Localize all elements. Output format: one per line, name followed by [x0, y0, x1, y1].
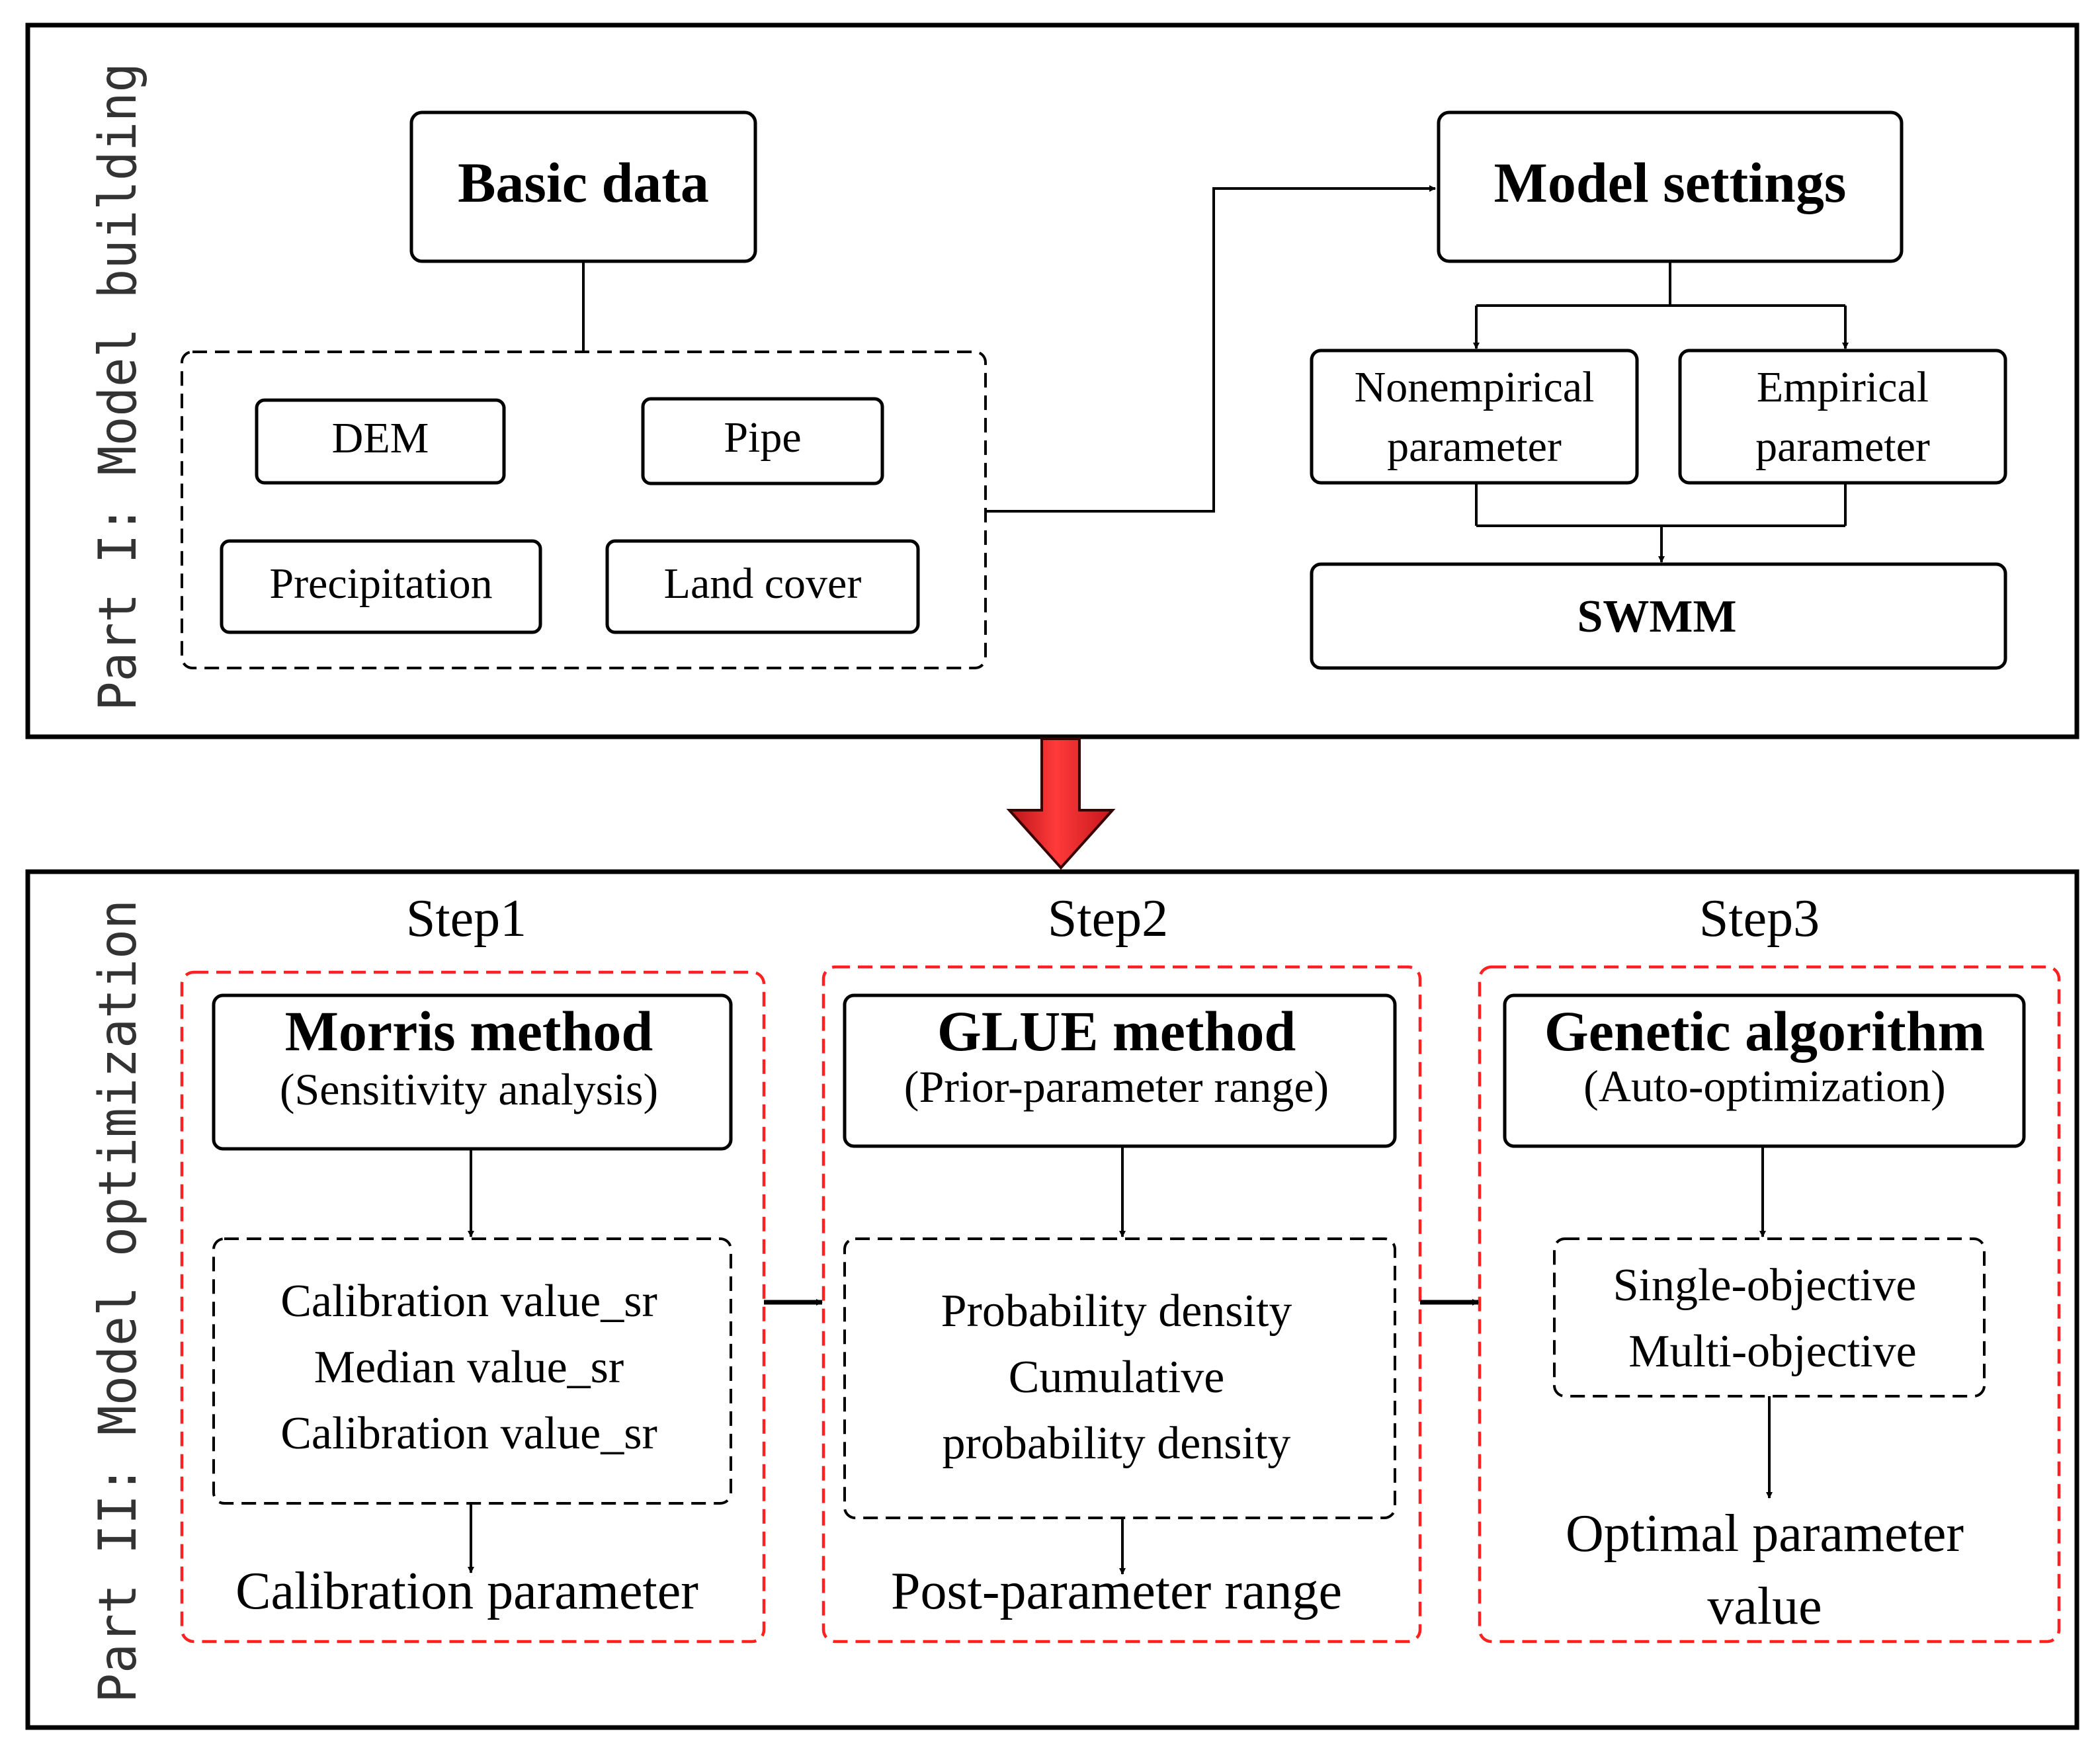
step1-container [180, 970, 766, 1644]
transition-arrow [1006, 737, 1116, 870]
step3-output-line2: value [1707, 1577, 1822, 1636]
objective-2: Multi-objective [1628, 1326, 1916, 1377]
morris-value-1: Calibration value_sr [280, 1276, 657, 1327]
land-cover-label: Land cover [664, 560, 862, 608]
morris-value-3: Calibration value_sr [280, 1408, 657, 1459]
pipe-box [641, 397, 884, 485]
precipitation-label: Precipitation [269, 560, 492, 608]
step3-output-line1: Optimal parameter [1566, 1505, 1964, 1563]
part2-panel [25, 869, 2079, 1730]
dem-box [255, 398, 506, 485]
step1-title: Step1 [406, 890, 526, 948]
nonempirical-line2: parameter [1387, 423, 1562, 471]
basic-data-title: Basic data [458, 151, 709, 214]
empirical-box [1678, 349, 2007, 485]
glue-method-title: GLUE method [937, 999, 1296, 1063]
glue-density-3: probability density [943, 1418, 1291, 1469]
model-settings-title: Model settings [1494, 151, 1847, 214]
glue-density-2: Cumulative [1009, 1352, 1225, 1403]
step1-output: Calibration parameter [235, 1562, 698, 1620]
genetic-algorithm-subtitle: (Auto-optimization) [1583, 1061, 1946, 1111]
step2-title: Step2 [1048, 890, 1168, 948]
part1-label: Part I: Model building [89, 63, 148, 711]
step2-output: Post-parameter range [891, 1562, 1342, 1620]
inputs-to-settings-arrow [986, 185, 1436, 513]
empirical-line1: Empirical [1757, 363, 1929, 411]
objective-box [1553, 1237, 1986, 1397]
nonempirical-line1: Nonempirical [1355, 363, 1595, 411]
part1-panel [25, 22, 2079, 739]
glue-density-1: Probability density [941, 1286, 1292, 1337]
step3-title: Step3 [1699, 890, 1820, 948]
dem-label: DEM [332, 414, 429, 462]
nonempirical-box [1310, 349, 1639, 485]
glue-method-box [843, 993, 1397, 1148]
step3-container [1478, 965, 2061, 1644]
morris-method-title: Morris method [285, 999, 653, 1063]
genetic-algorithm-box [1503, 993, 2026, 1148]
objective-1: Single-objective [1613, 1260, 1917, 1311]
part2-label: Part II: Model optimization [89, 899, 148, 1703]
morris-method-subtitle: (Sensitivity analysis) [280, 1064, 658, 1114]
pipe-label: Pipe [724, 413, 801, 462]
precipitation-box [220, 539, 542, 634]
genetic-algorithm-title: Genetic algorithm [1544, 999, 1985, 1063]
morris-value-2: Median value_sr [314, 1342, 624, 1393]
empirical-line2: parameter [1755, 423, 1930, 471]
swmm-label: SWMM [1577, 591, 1736, 642]
glue-method-subtitle: (Prior-parameter range) [904, 1062, 1329, 1112]
land-cover-box [605, 539, 920, 634]
glue-density-box [843, 1237, 1396, 1519]
swmm-box [1310, 562, 2007, 670]
